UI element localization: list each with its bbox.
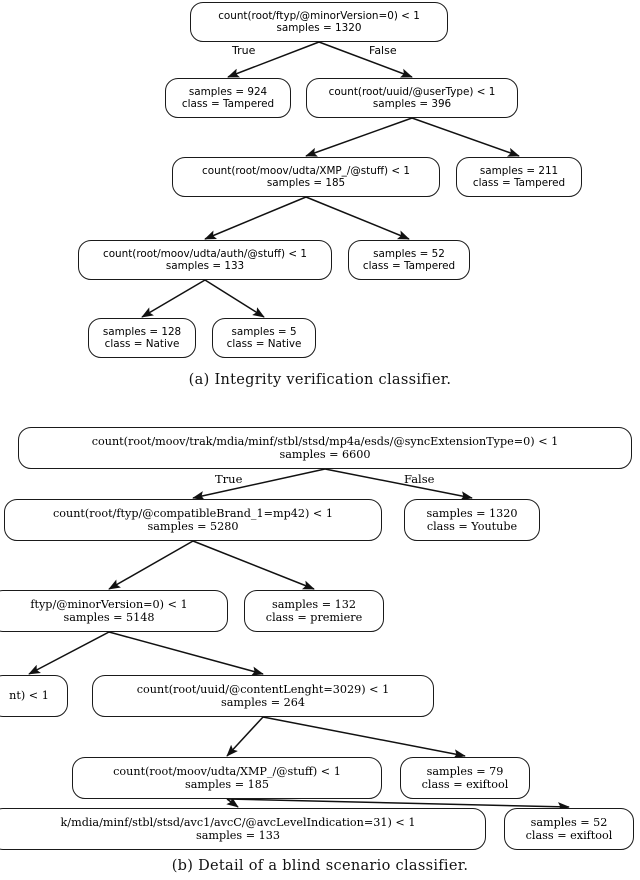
tree-node-decision-b-n0: count(root/moov/trak/mdia/minf/stbl/stsd… — [18, 427, 632, 469]
tree-edge-b-n7-to-b-n10 — [226, 798, 570, 812]
node-samples-text: class = Youtube — [426, 520, 518, 533]
tree-edge-b-n6-to-b-n8 — [262, 716, 466, 759]
node-samples-text: class = Tampered — [362, 260, 456, 272]
node-condition-text: count(root/moov/trak/mdia/minf/stbl/stsd… — [91, 434, 559, 448]
node-samples-text: samples = 185 — [266, 177, 346, 189]
figure-b-caption: (b) Detail of a blind scenario classifie… — [171, 858, 469, 874]
node-samples-text: samples = 6600 — [279, 448, 371, 461]
tree-edge-b-n7-to-b-n9 — [226, 796, 239, 808]
node-samples-text: samples = 133 — [196, 829, 280, 842]
tree-edge-a-n5-to-a-n8 — [204, 279, 265, 318]
tree-edge-b-n0-to-b-n1 — [192, 468, 326, 501]
node-samples-text: samples = 5148 — [63, 611, 155, 624]
node-samples-text: samples = 133 — [165, 260, 245, 272]
node-condition-text: samples = 52 — [530, 815, 608, 829]
node-condition-text: samples = 5 — [231, 325, 297, 338]
edge-label-true: True — [215, 472, 243, 486]
node-samples-text: class = Native — [104, 338, 180, 350]
figure-blind-scenario-classifier: count(root/moov/trak/mdia/minf/stbl/stsd… — [0, 420, 640, 880]
edge-label-false: False — [369, 44, 397, 57]
node-condition-text: ftyp/@minorVersion=0) < 1 — [30, 597, 188, 611]
tree-edge-b-n3-to-b-n6 — [108, 631, 264, 676]
tree-edge-b-n1-to-b-n4 — [192, 540, 315, 590]
node-condition-text: count(root/uuid/@userType) < 1 — [328, 85, 496, 98]
node-condition-text: samples = 132 — [272, 597, 356, 611]
tree-edge-a-n0-to-a-n1 — [227, 41, 320, 78]
node-condition-text: k/mdia/minf/stbl/stsd/avc1/avcC/@avcLeve… — [60, 815, 416, 829]
node-samples-text: class = exiftool — [525, 829, 613, 842]
tree-edge-b-n3-to-b-n5 — [28, 631, 110, 675]
node-condition-text: count(root/moov/udta/XMP_/@stuff) < 1 — [202, 164, 410, 177]
node-samples-text: samples = 5280 — [147, 520, 239, 533]
tree-node-decision-b-n5: nt) < 1 — [0, 675, 68, 717]
tree-edge-b-n1-to-b-n3 — [108, 540, 194, 590]
node-samples-text: samples = 1320 — [276, 22, 362, 34]
tree-edge-a-n3-to-a-n6 — [305, 196, 410, 240]
node-condition-text: samples = 924 — [188, 85, 268, 98]
node-samples-text: samples = 264 — [221, 696, 305, 709]
tree-edge-b-n0-to-b-n2 — [324, 468, 473, 501]
node-samples-text: class = Tampered — [472, 177, 566, 189]
node-condition-text: samples = 128 — [102, 325, 182, 338]
node-condition-text: samples = 211 — [479, 164, 559, 177]
tree-edges-figure-a — [141, 41, 520, 318]
node-samples-text: class = Tampered — [181, 98, 275, 110]
node-condition-text: count(root/ftyp/@compatibleBrand_1=mp42)… — [53, 506, 333, 520]
tree-edge-a-n3-to-a-n5 — [204, 196, 307, 240]
tree-node-decision-b-n6: count(root/uuid/@contentLenght=3029) < 1… — [92, 675, 434, 717]
edge-label-false: False — [404, 472, 435, 486]
tree-edge-a-n2-to-a-n4 — [411, 117, 520, 157]
node-samples-text: samples = 185 — [185, 778, 269, 791]
tree-edge-a-n5-to-a-n7 — [141, 279, 206, 318]
node-condition-text: samples = 1320 — [426, 506, 518, 520]
node-samples-text: class = premiere — [265, 611, 363, 624]
tree-edge-a-n2-to-a-n3 — [305, 117, 413, 157]
edge-label-true: True — [232, 44, 256, 57]
node-samples-text: samples = 396 — [372, 98, 452, 110]
node-condition-text: count(root/ftyp/@minorVersion=0) < 1 — [218, 9, 420, 22]
node-samples-text: class = exiftool — [421, 778, 509, 791]
tree-edge-b-n6-to-b-n7 — [226, 716, 264, 757]
node-samples-text: class = Native — [226, 338, 302, 350]
node-condition-text: samples = 52 — [373, 247, 445, 260]
tree-node-decision-b-n1: count(root/ftyp/@compatibleBrand_1=mp42)… — [4, 499, 382, 541]
node-condition-text: count(root/moov/udta/XMP_/@stuff) < 1 — [113, 764, 341, 778]
tree-node-decision-b-n9: k/mdia/minf/stbl/stsd/avc1/avcC/@avcLeve… — [0, 808, 486, 850]
tree-edge-a-n0-to-a-n2 — [318, 41, 413, 78]
tree-edges-figure-b — [28, 468, 570, 812]
figure-a-caption: (a) Integrity verification classifier. — [188, 372, 452, 388]
node-condition-text: count(root/moov/udta/auth/@stuff) < 1 — [102, 247, 308, 260]
node-condition-text: samples = 79 — [426, 764, 504, 778]
node-condition-text: count(root/uuid/@contentLenght=3029) < 1 — [136, 682, 390, 696]
node-condition-text: nt) < 1 — [9, 689, 49, 703]
